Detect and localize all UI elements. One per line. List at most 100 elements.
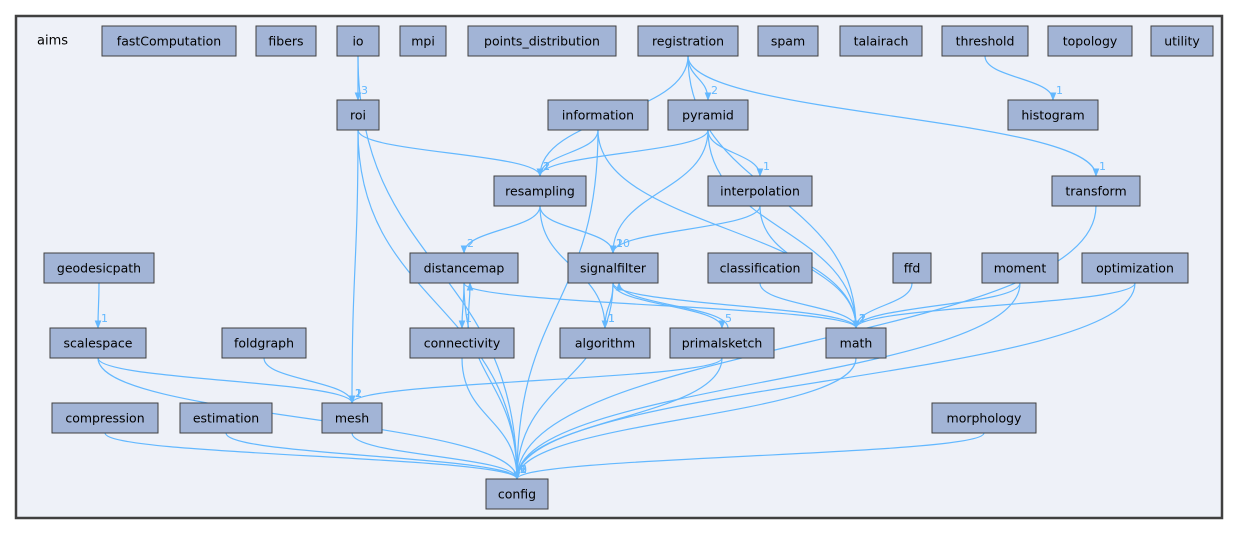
node-foldgraph[interactable]: foldgraph xyxy=(221,327,307,359)
edge-foldgraph-to-mesh xyxy=(263,357,356,404)
node-morphology[interactable]: morphology xyxy=(931,402,1037,434)
node-compression[interactable]: compression xyxy=(51,402,159,434)
node-algorithm[interactable]: algorithm xyxy=(559,327,651,359)
node-label: moment xyxy=(994,261,1047,276)
node-box xyxy=(567,252,659,284)
node-box xyxy=(485,478,549,510)
node-config[interactable]: config xyxy=(485,478,549,510)
node-mpi[interactable]: mpi xyxy=(399,25,447,57)
node-roi[interactable]: roi xyxy=(336,99,380,131)
node-registration[interactable]: registration xyxy=(637,25,739,57)
node-points-distribution[interactable]: points_distribution xyxy=(467,25,617,57)
node-scalespace[interactable]: scalespace xyxy=(49,327,147,359)
edge-label: 1 xyxy=(859,312,866,325)
node-label: primalsketch xyxy=(682,336,763,351)
node-estimation[interactable]: estimation xyxy=(179,402,273,434)
node-transform[interactable]: transform xyxy=(1051,175,1141,207)
edge-label: 1 xyxy=(543,160,550,173)
node-math[interactable]: math xyxy=(825,327,887,359)
node-utility[interactable]: utility xyxy=(1150,25,1214,57)
node-fibers[interactable]: fibers xyxy=(255,25,317,57)
edge-label: 1 xyxy=(355,387,362,400)
node-connectivity[interactable]: connectivity xyxy=(409,327,515,359)
edge-signalfilter-to-config xyxy=(513,282,614,480)
node-optimization[interactable]: optimization xyxy=(1081,252,1189,284)
node-label: roi xyxy=(350,108,366,123)
node-distancemap[interactable]: distancemap xyxy=(409,252,519,284)
node-io[interactable]: io xyxy=(336,25,380,57)
edge-distancemap-to-config xyxy=(463,282,521,480)
node-label: config xyxy=(498,487,536,502)
node-box xyxy=(559,327,651,359)
edge-label: 1 xyxy=(859,312,866,325)
node-label: connectivity xyxy=(424,336,501,351)
edge-pyramid-to-signalfilter xyxy=(609,129,709,254)
node-label: compression xyxy=(65,411,144,426)
node-box xyxy=(1007,99,1099,131)
edges-layer xyxy=(94,55,1136,480)
edge-label: 6 xyxy=(520,463,527,476)
node-box xyxy=(1051,175,1141,207)
edge-label: 1 xyxy=(101,312,108,325)
edge-primalsketch-to-signalfilter xyxy=(615,282,729,329)
node-talairach[interactable]: talairach xyxy=(839,25,923,57)
node-box xyxy=(707,252,813,284)
edge-label: 1 xyxy=(763,160,770,173)
node-geodesicpath[interactable]: geodesicpath xyxy=(43,252,155,284)
edge-pyramid-to-resampling xyxy=(536,129,709,177)
node-box xyxy=(179,402,273,434)
node-box xyxy=(321,402,383,434)
node-box xyxy=(669,327,775,359)
node-pyramid[interactable]: pyramid xyxy=(667,99,749,131)
node-box xyxy=(667,99,749,131)
node-primalsketch[interactable]: primalsketch xyxy=(669,327,775,359)
node-information[interactable]: information xyxy=(547,99,649,131)
node-label: mesh xyxy=(335,411,369,426)
node-resampling[interactable]: resampling xyxy=(493,175,587,207)
edge-label: 2 xyxy=(859,312,866,325)
node-box xyxy=(43,252,155,284)
node-label: utility xyxy=(1164,34,1200,49)
node-label: algorithm xyxy=(575,336,635,351)
edge-resampling-to-distancemap xyxy=(460,205,541,254)
node-label: pyramid xyxy=(682,108,734,123)
edge-information-to-config xyxy=(513,129,599,480)
edge-classification-to-math xyxy=(759,282,860,329)
edge-label: 1 xyxy=(1056,84,1063,97)
edge-label: 3 xyxy=(361,84,368,97)
edge-estimation-to-config xyxy=(225,432,521,480)
edge-threshold-to-histogram xyxy=(984,55,1057,101)
edge-connectivity-to-distancemap xyxy=(466,282,474,329)
node-fastcomputation[interactable]: fastComputation xyxy=(101,25,237,57)
node-mesh[interactable]: mesh xyxy=(321,402,383,434)
node-signalfilter[interactable]: signalfilter xyxy=(567,252,659,284)
node-ffd[interactable]: ffd xyxy=(892,252,932,284)
node-box xyxy=(547,99,649,131)
node-label: points_distribution xyxy=(484,34,600,49)
node-classification[interactable]: classification xyxy=(707,252,813,284)
node-label: resampling xyxy=(505,184,575,199)
edge-label: 2 xyxy=(859,312,866,325)
node-box xyxy=(981,252,1059,284)
node-moment[interactable]: moment xyxy=(981,252,1059,284)
edge-geodesicpath-to-scalespace xyxy=(94,282,102,329)
node-spam[interactable]: spam xyxy=(757,25,819,57)
edge-moment-to-math xyxy=(852,282,1021,329)
node-histogram[interactable]: histogram xyxy=(1007,99,1099,131)
edge-label: 1 xyxy=(616,237,623,250)
node-box xyxy=(101,25,237,57)
node-interpolation[interactable]: interpolation xyxy=(707,175,813,207)
edge-pyramid-to-math xyxy=(707,129,860,329)
edge-roi-to-config xyxy=(357,129,521,480)
node-threshold[interactable]: threshold xyxy=(941,25,1029,57)
edge-primalsketch-to-config xyxy=(513,357,723,480)
edge-label: 2 xyxy=(543,160,550,173)
edge-connectivity-to-config xyxy=(461,357,521,480)
node-box xyxy=(255,25,317,57)
edge-label: 2 xyxy=(711,84,718,97)
node-topology[interactable]: topology xyxy=(1047,25,1133,57)
edge-math-to-config xyxy=(513,357,857,480)
edge-label: 1 xyxy=(859,312,866,325)
node-label: information xyxy=(562,108,634,123)
